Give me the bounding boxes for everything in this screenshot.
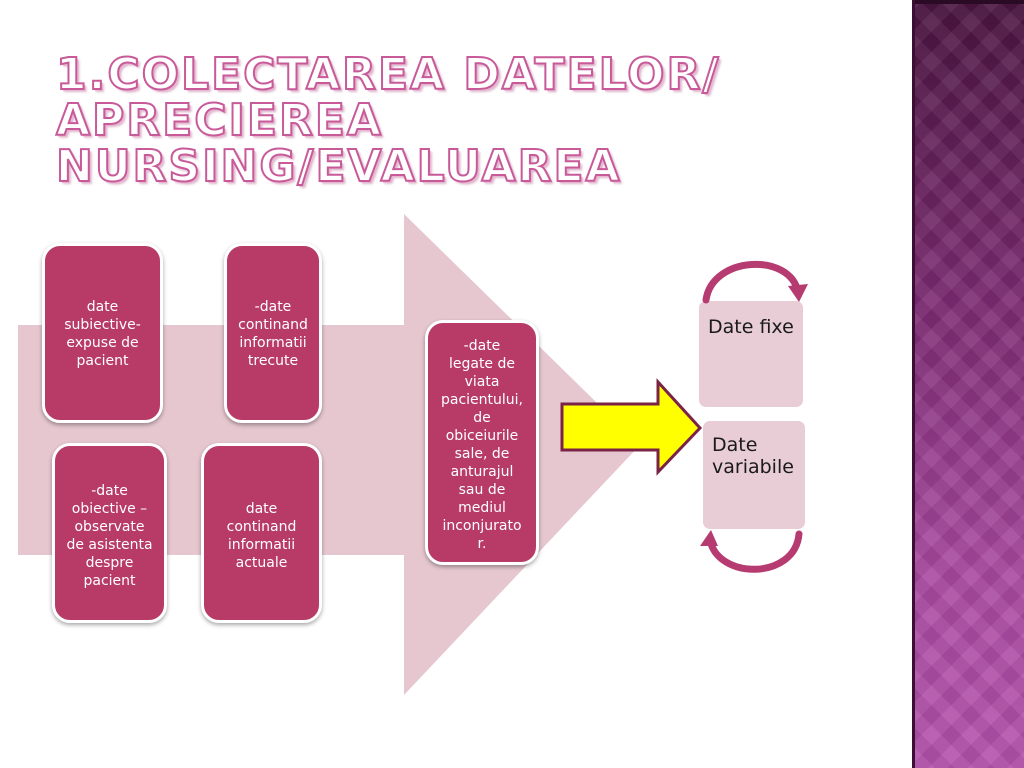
box-life-data-text: -date legate de viata pacientului, de ob… <box>440 338 523 552</box>
box-objective-data: -date obiective – observate de asistenta… <box>52 443 167 623</box>
cycle-card-variable <box>701 419 807 531</box>
box-objective-data-text: -date obiective – observate de asistenta… <box>66 483 153 589</box>
box-current-info: date continand informatii actuale <box>201 443 322 623</box>
cycle-arrow-bottom <box>706 530 803 573</box>
label-date-fixe: Date fixe <box>708 316 794 338</box>
cycle-arrow-bottom-head <box>700 530 718 546</box>
yellow-arrow <box>560 378 703 476</box>
label-date-variabile: Date variabile <box>712 434 794 478</box>
box-subjective-data-text: date subiective- expuse de pacient <box>64 299 141 369</box>
slide-title-line-1: 1.COLECTAREA DATELOR/ <box>55 49 721 100</box>
cycle-arrow-top-head <box>788 284 808 302</box>
box-life-data: -date legate de viata pacientului, de ob… <box>425 320 539 565</box>
slide-title-line-2: APRECIEREA NURSING/EVALUAREA <box>55 95 622 192</box>
box-current-info-text: date continand informatii actuale <box>226 501 297 571</box>
box-subjective-data: date subiective- expuse de pacient <box>42 243 163 423</box>
slide-title: 1.COLECTAREA DATELOR/ APRECIEREA NURSING… <box>55 49 896 192</box>
box-past-info: -date continand informatii trecute <box>224 243 322 423</box>
cycle-card-fixed <box>697 299 805 409</box>
box-past-info-text: -date continand informatii trecute <box>238 299 308 369</box>
decorative-sidebar <box>912 0 1024 768</box>
cycle-arrow-top <box>702 260 802 304</box>
